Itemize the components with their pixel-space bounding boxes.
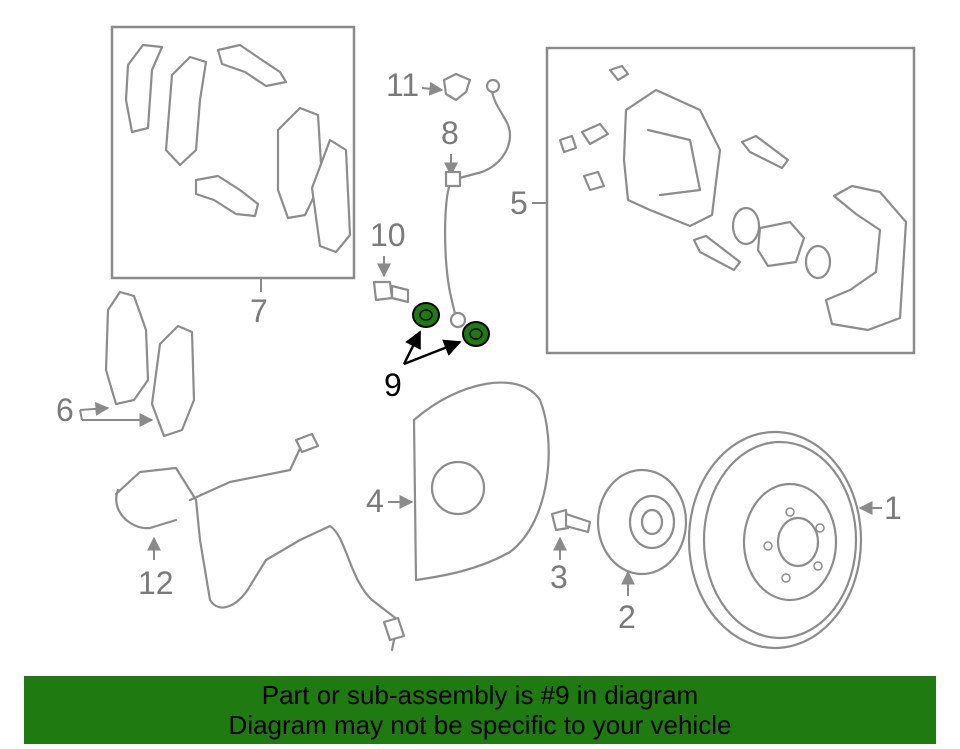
callout-5: 5 [510, 185, 528, 221]
piston-seal [731, 206, 761, 246]
callout-3: 3 [550, 559, 568, 595]
sensor-wire [114, 466, 400, 652]
bleeder-screw [580, 122, 610, 146]
hose-fitting-top [485, 78, 501, 94]
callout-11: 11 [386, 67, 419, 103]
wheel-stud-group: 3 [550, 508, 592, 595]
sealing-washers-group: 9 [384, 302, 490, 403]
clip-lower [194, 174, 260, 218]
clip-part [442, 72, 472, 102]
callout-6: 6 [56, 392, 74, 428]
shim-2 [164, 55, 208, 167]
caliper-bolt-small [582, 170, 606, 192]
lug-hole-1 [785, 507, 795, 517]
shield-hub-hole [430, 460, 486, 516]
clip-upper [216, 43, 288, 88]
caliper-bracket [824, 184, 908, 332]
leader-11 [421, 81, 444, 96]
banner-line-1: Part or sub-assembly is #9 in diagram [261, 680, 699, 710]
hub-center [628, 494, 676, 550]
callout-4: 4 [366, 483, 384, 519]
backing-shim [310, 138, 352, 254]
washer-1-hole [419, 309, 433, 321]
hose-clip-group: 11 [386, 67, 472, 103]
callout-10: 10 [370, 217, 406, 253]
leader-6-b [79, 409, 83, 421]
splash-shield [412, 381, 550, 582]
leader-6-a [79, 401, 110, 416]
bolt-shank [390, 284, 410, 304]
arrow-9-a [402, 330, 422, 365]
washer-2-hole [469, 328, 483, 340]
sensor-head [382, 616, 406, 642]
banner-line-2: Diagram may not be specific to your vehi… [228, 710, 732, 740]
rotor-center-hole [776, 516, 820, 568]
splash-shield-group: 4 [366, 381, 550, 582]
callout-12: 12 [138, 565, 174, 601]
banjo-bolt-group: 10 [370, 217, 410, 304]
brake-pads-group: 6 [56, 290, 196, 438]
caliper-body [622, 88, 722, 228]
hub-bearing-group: 2 [596, 468, 688, 635]
lug-hole-4 [781, 573, 791, 583]
callout-2: 2 [618, 599, 636, 635]
dust-cap [558, 134, 578, 154]
callout-1: 1 [884, 490, 902, 526]
caliper-assembly-group: 5 [510, 46, 916, 355]
rotor-hat [742, 482, 838, 602]
piston-boot [804, 244, 832, 280]
rotor-face [702, 440, 858, 640]
sensor-wire-upper [188, 438, 306, 502]
stud-shank [564, 512, 592, 534]
sensor-connector [294, 432, 320, 454]
pad-hardware-kit-group: 7 [110, 25, 356, 329]
lug-hole-3 [813, 561, 823, 571]
pad-inner [104, 290, 150, 406]
guide-pin-lower [692, 234, 742, 272]
hub-bore [640, 508, 664, 536]
piston [756, 220, 806, 268]
sensor-bracket [115, 488, 178, 530]
stud-head [550, 508, 570, 532]
brake-rotor-group: 1 [687, 430, 902, 650]
caliper-box [545, 46, 916, 355]
bolt-head [372, 280, 394, 302]
arrow-9-b [403, 339, 462, 366]
diagram-canvas: 7 11 8 10 9 5 [56, 25, 916, 652]
lug-hole-5 [763, 541, 773, 551]
lug-hole-2 [815, 523, 825, 533]
shim-1 [124, 43, 164, 134]
callout-9: 9 [384, 367, 402, 403]
rotor-outer [687, 430, 863, 650]
pad-kit-box [110, 25, 356, 280]
guide-pin-upper [740, 134, 790, 170]
brake-hose-group: 8 [441, 78, 512, 329]
caliper-detail [646, 128, 702, 197]
bleeder-cap [608, 64, 630, 82]
hose-bracket [444, 170, 462, 188]
abs-sensor-group: 12 [114, 432, 406, 652]
info-banner: Part or sub-assembly is #9 in diagram Di… [24, 676, 936, 744]
callout-7: 7 [250, 293, 268, 329]
hose-fitting-bottom [449, 311, 467, 329]
callout-8: 8 [441, 115, 459, 151]
pad-outer [150, 324, 196, 438]
